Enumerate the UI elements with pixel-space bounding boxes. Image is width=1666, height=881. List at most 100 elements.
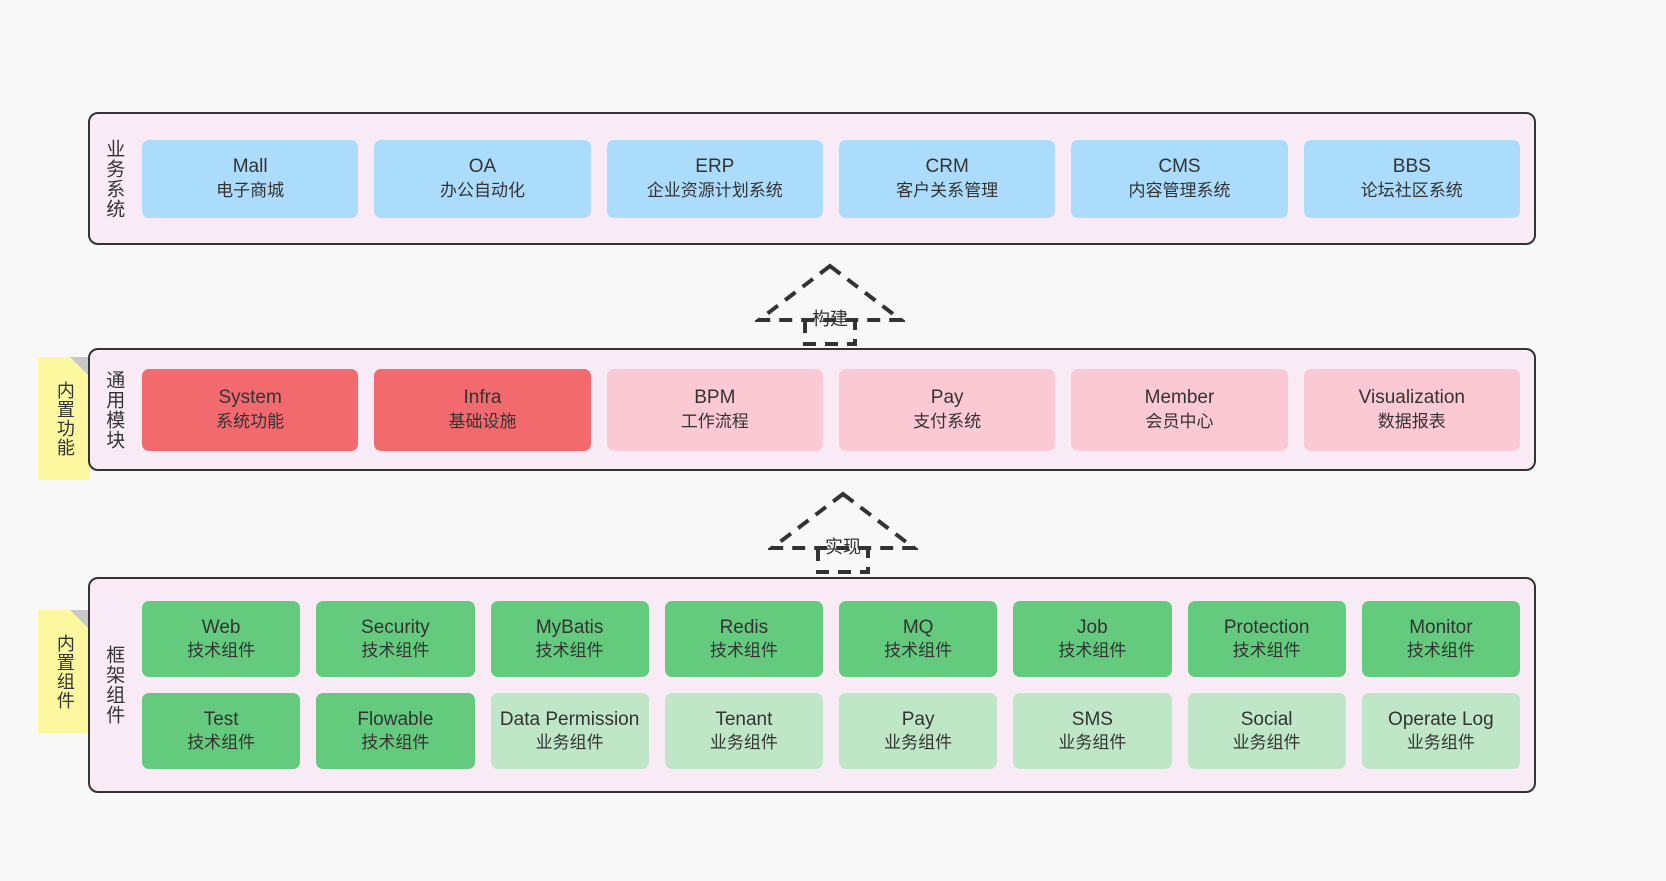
layer-body-business: Mall 电子商城 OA 办公自动化 ERP 企业资源计划系统 CRM 客户关系… xyxy=(136,114,1534,243)
node-tenant[interactable]: Tenant 业务组件 xyxy=(664,693,823,769)
layer-business-systems: 业务系统 Mall 电子商城 OA 办公自动化 ERP 企业资源计划系统 CRM… xyxy=(88,112,1536,245)
note-fold-corner-icon xyxy=(70,357,90,377)
node-crm-desc: 客户关系管理 xyxy=(896,180,999,200)
modules-node-row: System 系统功能 Infra 基础设施 BPM 工作流程 Pay 支付系统… xyxy=(142,368,1520,451)
node-protection[interactable]: Protection 技术组件 xyxy=(1187,601,1346,677)
note-builtin-components: 内置组件 xyxy=(38,610,90,733)
note-builtin-features: 内置功能 xyxy=(38,357,90,480)
node-operate-log-desc: 业务组件 xyxy=(1406,733,1475,753)
layer-body-modules: System 系统功能 Infra 基础设施 BPM 工作流程 Pay 支付系统… xyxy=(136,350,1534,469)
connector-build-label: 构建 xyxy=(812,309,848,329)
business-node-row: Mall 电子商城 OA 办公自动化 ERP 企业资源计划系统 CRM 客户关系… xyxy=(142,139,1520,218)
node-bbs-desc: 论坛社区系统 xyxy=(1360,180,1463,200)
framework-node-row-business: Test 技术组件 Flowable 技术组件 Data Permission … xyxy=(142,693,1520,769)
node-protection-desc: 技术组件 xyxy=(1232,641,1301,661)
node-data-permission[interactable]: Data Permission 业务组件 xyxy=(490,693,649,769)
node-cms-name: CMS xyxy=(1158,156,1201,178)
node-erp[interactable]: ERP 企业资源计划系统 xyxy=(606,139,823,218)
node-pay-module-name: Pay xyxy=(930,387,964,409)
node-web[interactable]: Web 技术组件 xyxy=(142,601,301,677)
node-flowable-desc: 技术组件 xyxy=(361,733,430,753)
node-monitor[interactable]: Monitor 技术组件 xyxy=(1361,601,1520,677)
node-mq-name: MQ xyxy=(902,616,934,638)
node-security-desc: 技术组件 xyxy=(361,641,430,661)
node-social-desc: 业务组件 xyxy=(1232,733,1301,753)
node-mall-desc: 电子商城 xyxy=(216,180,285,200)
node-mq[interactable]: MQ 技术组件 xyxy=(839,601,998,677)
connector-build: 构建 xyxy=(755,262,905,346)
layer-title-framework: 框架组件 xyxy=(103,645,125,725)
note-builtin-features-label: 内置功能 xyxy=(54,380,75,457)
node-cms[interactable]: CMS 内容管理系统 xyxy=(1071,139,1288,218)
node-mall-name: Mall xyxy=(232,156,268,178)
node-social[interactable]: Social 业务组件 xyxy=(1187,693,1346,769)
node-sms-desc: 业务组件 xyxy=(1058,733,1127,753)
node-member[interactable]: Member 会员中心 xyxy=(1071,368,1288,451)
node-job-desc: 技术组件 xyxy=(1058,641,1127,661)
connector-implement: 实现 xyxy=(768,490,918,574)
node-crm-name: CRM xyxy=(925,156,969,178)
node-visualization-desc: 数据报表 xyxy=(1377,411,1446,431)
node-oa[interactable]: OA 办公自动化 xyxy=(374,139,591,218)
node-mybatis[interactable]: MyBatis 技术组件 xyxy=(490,601,649,677)
node-data-permission-desc: 业务组件 xyxy=(535,733,604,753)
node-infra[interactable]: Infra 基础设施 xyxy=(374,368,591,451)
node-operate-log[interactable]: Operate Log 业务组件 xyxy=(1361,693,1520,769)
connector-implement-label: 实现 xyxy=(825,537,861,557)
node-monitor-name: Monitor xyxy=(1409,616,1473,638)
node-bpm-name: BPM xyxy=(694,387,736,409)
node-system[interactable]: System 系统功能 xyxy=(142,368,359,451)
node-operate-log-name: Operate Log xyxy=(1388,708,1494,730)
node-bpm-desc: 工作流程 xyxy=(680,411,749,431)
node-test-name: Test xyxy=(203,708,239,730)
node-monitor-desc: 技术组件 xyxy=(1406,641,1475,661)
node-mq-desc: 技术组件 xyxy=(884,641,953,661)
node-tenant-name: Tenant xyxy=(715,708,773,730)
node-protection-name: Protection xyxy=(1223,616,1310,638)
node-pay-component-desc: 业务组件 xyxy=(884,733,953,753)
node-security-name: Security xyxy=(361,616,430,638)
node-bpm[interactable]: BPM 工作流程 xyxy=(606,368,823,451)
node-pay-module-desc: 支付系统 xyxy=(913,411,982,431)
layer-title-modules: 通用模块 xyxy=(103,369,125,450)
node-system-name: System xyxy=(218,387,282,409)
node-bbs[interactable]: BBS 论坛社区系统 xyxy=(1303,139,1520,218)
node-pay-module[interactable]: Pay 支付系统 xyxy=(838,368,1056,451)
layer-framework-components: 框架组件 Web 技术组件 Security 技术组件 MyBatis 技术组件… xyxy=(88,577,1536,793)
node-web-desc: 技术组件 xyxy=(187,641,256,661)
node-test-desc: 技术组件 xyxy=(187,733,256,753)
node-sms[interactable]: SMS 业务组件 xyxy=(1013,693,1172,769)
node-flowable-name: Flowable xyxy=(357,708,434,730)
node-crm[interactable]: CRM 客户关系管理 xyxy=(838,139,1056,218)
node-job[interactable]: Job 技术组件 xyxy=(1013,601,1172,677)
layer-common-modules: 通用模块 System 系统功能 Infra 基础设施 BPM 工作流程 Pay… xyxy=(88,348,1536,471)
node-social-name: Social xyxy=(1240,708,1293,730)
node-test[interactable]: Test 技术组件 xyxy=(142,693,301,769)
node-bbs-name: BBS xyxy=(1392,156,1431,178)
node-pay-component[interactable]: Pay 业务组件 xyxy=(839,693,998,769)
node-infra-name: Infra xyxy=(463,387,502,409)
node-redis[interactable]: Redis 技术组件 xyxy=(664,601,823,677)
node-job-name: Job xyxy=(1077,616,1108,638)
note-fold-corner-icon xyxy=(70,610,90,630)
node-pay-component-name: Pay xyxy=(901,708,935,730)
layer-body-framework: Web 技术组件 Security 技术组件 MyBatis 技术组件 Redi… xyxy=(136,579,1534,791)
node-visualization-name: Visualization xyxy=(1358,387,1465,409)
node-flowable[interactable]: Flowable 技术组件 xyxy=(316,693,475,769)
node-visualization[interactable]: Visualization 数据报表 xyxy=(1303,368,1520,451)
node-tenant-desc: 业务组件 xyxy=(709,733,778,753)
node-mall[interactable]: Mall 电子商城 xyxy=(142,139,359,218)
node-erp-name: ERP xyxy=(695,156,735,178)
node-security[interactable]: Security 技术组件 xyxy=(316,601,475,677)
node-member-desc: 会员中心 xyxy=(1145,411,1214,431)
framework-node-row-technical: Web 技术组件 Security 技术组件 MyBatis 技术组件 Redi… xyxy=(142,601,1520,677)
node-oa-desc: 办公自动化 xyxy=(439,180,525,200)
layer-title-business: 业务系统 xyxy=(103,138,125,219)
node-member-name: Member xyxy=(1144,387,1215,409)
note-builtin-components-label: 内置组件 xyxy=(54,633,75,710)
node-web-name: Web xyxy=(201,616,241,638)
node-oa-name: OA xyxy=(468,156,497,178)
node-sms-name: SMS xyxy=(1071,708,1113,730)
node-mybatis-desc: 技术组件 xyxy=(535,641,604,661)
